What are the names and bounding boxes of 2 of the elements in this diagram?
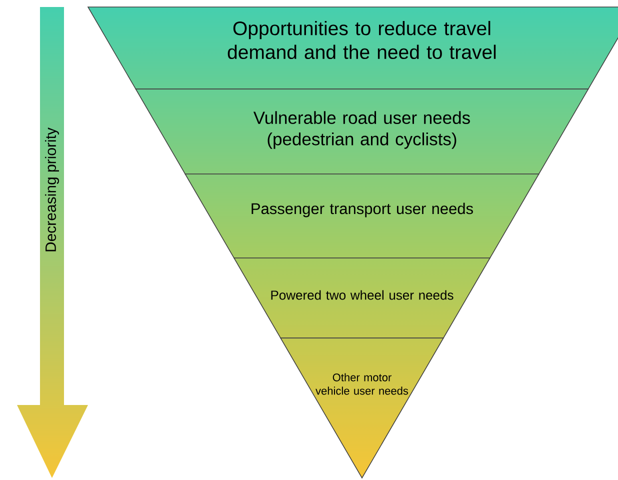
axis-label: Decreasing priority (45, 128, 59, 252)
pyramid-band: Vulnerable road user needs (pedestrian and cyclists) (135, 88, 589, 174)
